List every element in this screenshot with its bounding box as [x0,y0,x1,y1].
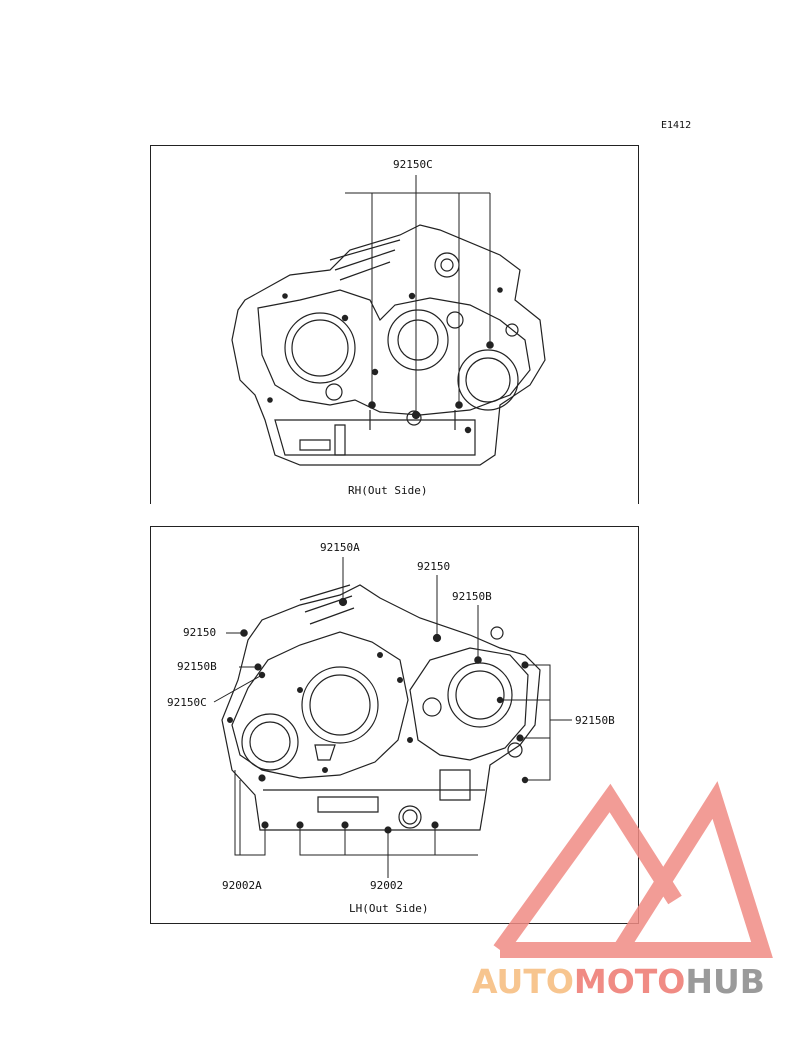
watermark-text-hub: HUB [685,962,765,1001]
lh-panel [150,526,639,924]
lh-part-label-92150b-right: 92150B [575,714,615,727]
rh-leader-lines [345,175,491,415]
rh-bolts [267,287,503,434]
lh-part-label-92150-top: 92150 [417,560,451,573]
lh-part-label-92150c-left: 92150C [167,696,207,709]
watermark-text-auto: AUTO [472,962,574,1001]
reference-code: E1412 [661,120,692,131]
lh-part-label-92002: 92002 [370,879,404,892]
rh-panel [150,145,639,504]
lh-part-label-92150b-left: 92150B [177,660,217,673]
rh-part-label-92150c: 92150C [393,158,433,171]
lh-caption: LH(Out Side) [349,902,429,915]
watermark-text-moto: MOTO [573,962,686,1001]
lh-part-label-92150b-top: 92150B [452,590,492,603]
watermark-text: AUTOMOTOHUB [472,962,765,1001]
lh-part-label-92150-left: 92150 [183,626,217,639]
lh-crankcase-outline [221,584,541,831]
rh-crankcase-outline [231,224,546,466]
lh-part-label-92150a: 92150A [320,541,360,554]
lh-part-label-92002a: 92002A [222,879,262,892]
rh-caption: RH(Out Side) [348,484,428,497]
lh-leader-lines [213,557,572,878]
lh-bolts [227,597,529,834]
watermark-logo-icon [493,781,773,958]
